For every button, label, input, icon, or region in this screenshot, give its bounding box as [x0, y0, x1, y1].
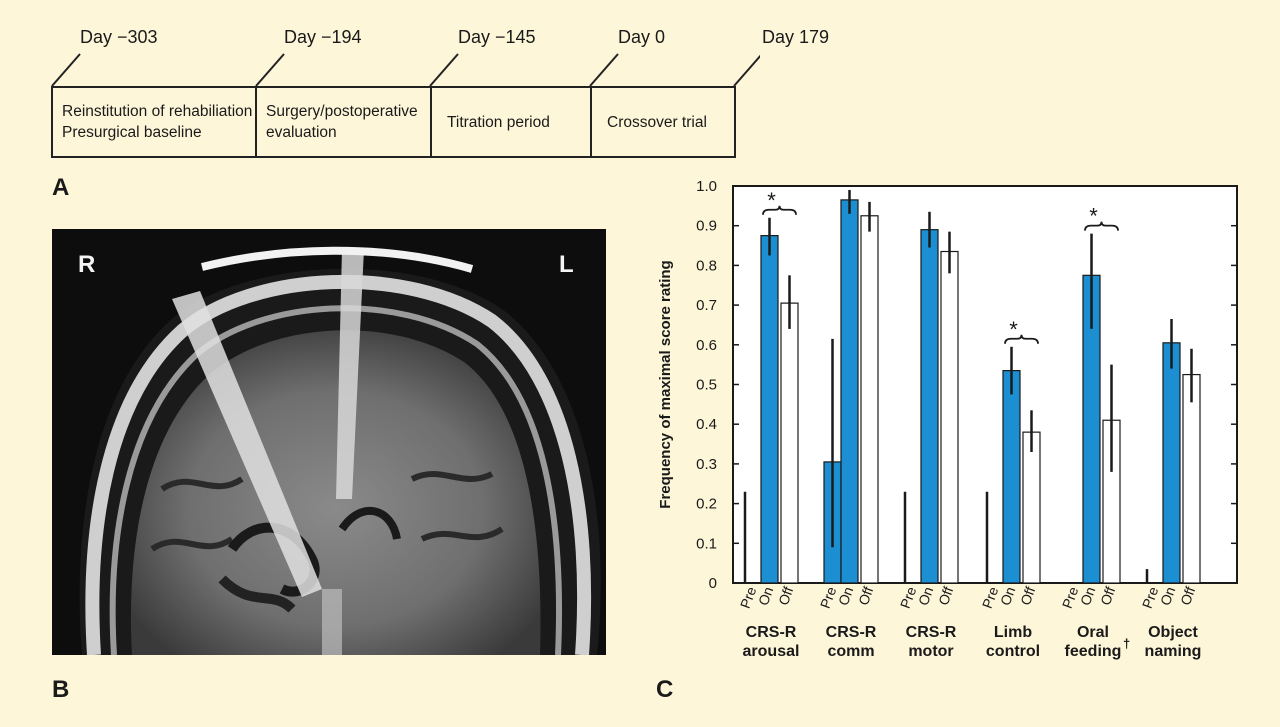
panel-label-c: C [656, 676, 674, 703]
category-label-line1: Object [1148, 624, 1198, 641]
condition-label: Off [775, 584, 796, 607]
bar-off [1182, 373, 1201, 584]
y-tick-label: 0.8 [696, 257, 717, 274]
category-label-line2: feeding [1065, 643, 1122, 660]
condition-label: On [835, 585, 856, 608]
bar-off [1022, 431, 1041, 584]
condition-label: Pre [979, 584, 1002, 610]
category-label-line1: CRS-R [826, 624, 877, 641]
condition-label: On [1077, 585, 1098, 608]
condition-label: Pre [1059, 584, 1082, 610]
day-label-4: Day 0 [618, 27, 666, 47]
bar-off [860, 215, 879, 584]
bar-off [940, 250, 959, 584]
bar-on [1162, 342, 1181, 584]
timeline-connectors [51, 53, 760, 87]
panel-label-a: A [52, 174, 70, 201]
plot-area [732, 185, 1238, 584]
category-label-line2: comm [827, 643, 874, 660]
condition-label: Off [855, 584, 876, 607]
bar-on [920, 229, 939, 584]
category-label-line2: control [986, 643, 1040, 660]
category-label-line1: Limb [994, 624, 1032, 641]
bar-on [840, 199, 859, 584]
phase-surgery-line2: evaluation [266, 124, 337, 141]
y-tick-label: 0.2 [696, 496, 717, 513]
significance-brace [1004, 334, 1039, 344]
bar-off [780, 302, 799, 584]
y-tick-label: 0.3 [696, 456, 717, 473]
phase-baseline-line1: Reinstitution of rehabiliation [62, 103, 253, 120]
phase-surgery: Surgery/postoperative evaluation [255, 86, 432, 158]
category-label-line1: Oral [1077, 624, 1109, 641]
condition-label: Off [935, 584, 956, 607]
significance-marker: * [1009, 317, 1018, 342]
significance-marker: * [1089, 204, 1098, 229]
condition-label: On [1157, 585, 1178, 608]
condition-label: On [997, 585, 1018, 608]
category-label-line2: naming [1145, 643, 1202, 660]
condition-label: Pre [737, 584, 760, 610]
condition-label: Off [1097, 584, 1118, 607]
bar-on [760, 235, 779, 584]
y-tick-label: 0 [709, 575, 717, 592]
condition-label: Pre [1139, 584, 1162, 610]
category-label-line2: arousal [743, 643, 800, 660]
condition-label: Off [1177, 584, 1198, 607]
bar-on [1002, 370, 1021, 584]
dagger-mark: † [1123, 636, 1130, 651]
y-axis-label: Frequency of maximal score rating [657, 260, 674, 508]
y-tick-label: 0.4 [696, 416, 717, 433]
phase-baseline-line2: Presurgical baseline [62, 124, 202, 141]
condition-label: On [755, 585, 776, 608]
category-label-line2: motor [908, 643, 953, 660]
y-tick-label: 0.6 [696, 337, 717, 354]
mri-left-label: L [559, 251, 574, 278]
condition-label: Off [1017, 584, 1038, 607]
category-label-line1: CRS-R [746, 624, 797, 641]
y-tick-label: 0.5 [696, 377, 717, 394]
phase-surgery-line1: Surgery/postoperative [266, 103, 418, 120]
significance-brace [1084, 221, 1119, 231]
category-label-line1: CRS-R [906, 624, 957, 641]
y-tick-label: 1.0 [696, 178, 717, 195]
bar-chart: 0 0.1 0.2 0.3 0.4 0.5 0.6 0.7 0.8 0.9 1.0Frequency… [657, 178, 1238, 660]
phase-titration: Titration period [430, 86, 592, 158]
y-tick-label: 0.7 [696, 297, 717, 314]
phase-crossover-label: Crossover trial [607, 113, 707, 131]
mri-image: R L [52, 229, 606, 655]
day-label-3: Day −145 [458, 27, 536, 47]
phase-titration-label: Titration period [447, 113, 550, 131]
phase-crossover: Crossover trial [590, 86, 736, 158]
condition-label: Pre [897, 584, 920, 610]
significance-marker: * [767, 188, 776, 213]
y-tick-label: 0.9 [696, 218, 717, 235]
y-tick-label: 0.1 [696, 535, 717, 552]
condition-label: Pre [817, 584, 840, 610]
mri-drawing [79, 246, 601, 655]
panel-label-b: B [52, 676, 70, 703]
phase-baseline: Reinstitution of rehabiliation Presurgic… [51, 86, 257, 158]
day-label-5: Day 179 [762, 27, 830, 47]
day-label-2: Day −194 [284, 27, 362, 47]
day-label-1: Day −303 [80, 27, 158, 47]
mri-right-label: R [78, 251, 96, 278]
condition-label: On [915, 585, 936, 608]
